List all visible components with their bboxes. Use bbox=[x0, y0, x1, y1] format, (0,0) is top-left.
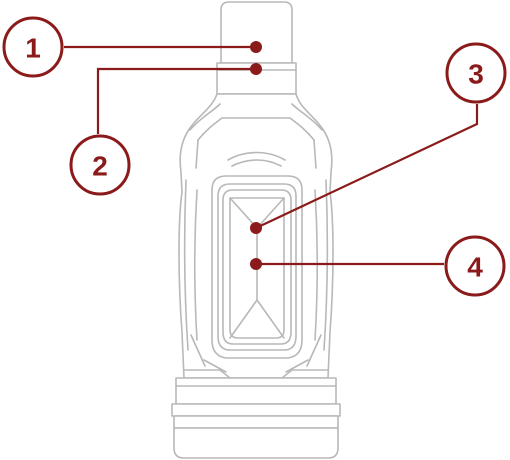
anchor-dot-2 bbox=[250, 63, 262, 75]
anchor-dot-1 bbox=[250, 41, 262, 53]
callout-4: 4 bbox=[444, 235, 506, 297]
callout-3: 3 bbox=[445, 42, 507, 104]
callout-label-1: 1 bbox=[25, 33, 41, 64]
anchor-dot-4 bbox=[250, 258, 262, 270]
bottle-illustration bbox=[171, 1, 341, 459]
callout-2: 2 bbox=[69, 134, 131, 196]
callout-1: 1 bbox=[2, 16, 64, 78]
bottle-cap bbox=[220, 1, 293, 64]
texture-panel bbox=[229, 197, 285, 339]
callout-label-4: 4 bbox=[467, 252, 483, 283]
leader-line-2 bbox=[96, 67, 256, 134]
callout-label-3: 3 bbox=[468, 59, 484, 90]
callout-leaders bbox=[64, 41, 479, 270]
bottle-body bbox=[178, 93, 334, 379]
leader-line-3 bbox=[255, 104, 479, 229]
window-frame-outer bbox=[211, 175, 303, 359]
anchor-dot-3 bbox=[250, 222, 262, 234]
bottle-base bbox=[175, 377, 337, 405]
callout-label-2: 2 bbox=[92, 151, 108, 182]
